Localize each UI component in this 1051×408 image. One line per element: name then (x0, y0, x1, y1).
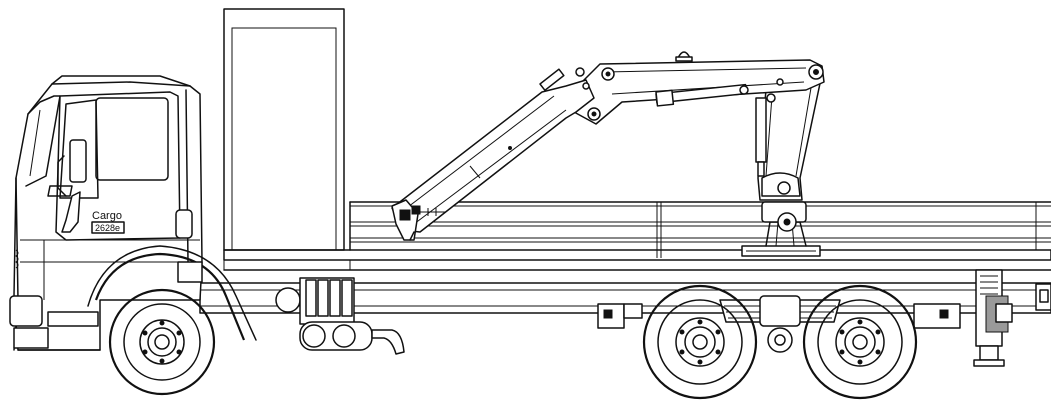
cargo-logo-text: Cargo (92, 210, 122, 222)
truck-cab: Cargo 2628e (9, 75, 203, 351)
front-fender (87, 245, 257, 341)
model-badge-text: 2628e (95, 223, 120, 233)
front-wheel (108, 288, 216, 396)
rear-outrigger (973, 269, 1051, 367)
side-rails (349, 201, 1051, 258)
rear-wheel-1 (642, 284, 758, 400)
fuel-tank-area (275, 277, 405, 355)
headboard-frame (223, 8, 345, 251)
rear-wheel-2 (802, 284, 918, 400)
flatbed (223, 249, 1051, 271)
crane (391, 51, 825, 257)
